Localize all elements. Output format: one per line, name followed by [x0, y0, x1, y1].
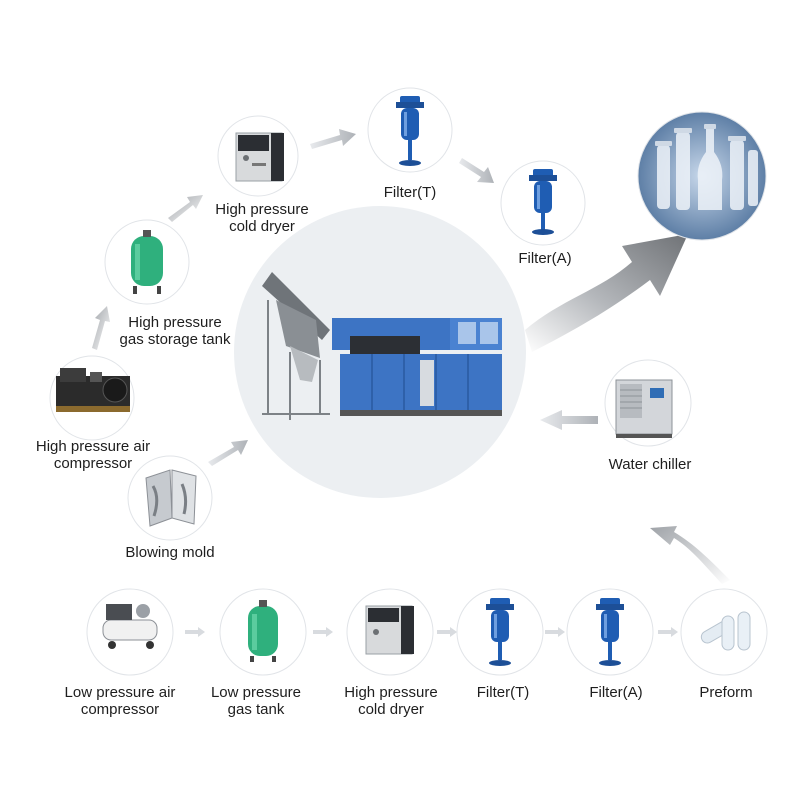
- label-hp-cold-dryer-bottom: High pressure cold dryer: [344, 684, 438, 718]
- filter-icon: [596, 598, 624, 666]
- label-lp-gas-tank: Low pressure gas tank: [210, 684, 302, 718]
- flow-arrow-tank-to-dryer: [168, 195, 203, 222]
- water-chiller-icon: [615, 379, 673, 438]
- blow-molding-machine-icon: [262, 272, 502, 420]
- label-filter-t-bottom: Filter(T): [476, 684, 530, 701]
- label-filter-t-top: Filter(T): [383, 184, 437, 201]
- label-lp-compressor: Low pressure air compressor: [64, 684, 176, 718]
- flow-arrow-chiller-to-machine: [540, 410, 598, 430]
- gas-tank-icon: [131, 230, 163, 294]
- flow-arrow-compressor-to-tank: [92, 306, 110, 350]
- flow-arrow-mold-to-machine: [208, 440, 248, 466]
- output-arrow: [525, 234, 688, 352]
- label-hp-gas-tank: High pressure gas storage tank: [119, 314, 231, 348]
- cold-dryer-icon: [365, 605, 414, 655]
- label-filter-a-top: Filter(A): [518, 250, 572, 267]
- label-blowing-mold: Blowing mold: [125, 544, 215, 561]
- filter-icon: [529, 169, 557, 235]
- label-filter-a-bottom: Filter(A): [589, 684, 643, 701]
- flow-arrow-filter-t-to-filter-a: [459, 158, 494, 183]
- flow-arrow-bottom-4: [545, 627, 565, 637]
- cold-dryer-icon: [235, 132, 284, 182]
- flow-arrow-bottom-1: [185, 627, 205, 637]
- air-compressor-icon: [56, 368, 130, 412]
- label-hp-cold-dryer: High pressure cold dryer: [215, 201, 309, 235]
- flow-arrow-dryer-to-filter-t: [310, 129, 356, 149]
- flow-arrow-bottom-5: [658, 627, 678, 637]
- preform-icon: [700, 611, 751, 651]
- blowing-mold-icon: [145, 469, 197, 527]
- label-preform: Preform: [699, 684, 753, 701]
- filter-icon: [486, 598, 514, 666]
- flow-arrow-preform-up: [650, 526, 730, 584]
- flow-arrow-bottom-3: [437, 627, 457, 637]
- filter-icon: [396, 96, 424, 166]
- flow-arrow-bottom-2: [313, 627, 333, 637]
- label-hp-compressor: High pressure air compressor: [35, 438, 151, 472]
- air-compressor-icon: [102, 604, 158, 649]
- gas-tank-icon: [248, 600, 278, 662]
- pet-bottles-icon: [637, 111, 767, 241]
- label-water-chiller: Water chiller: [608, 456, 692, 473]
